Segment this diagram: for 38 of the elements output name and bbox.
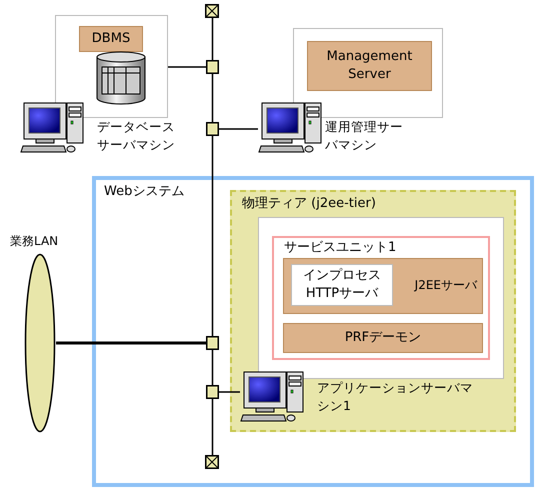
tier-box	[230, 190, 516, 432]
terminator-box	[205, 4, 219, 18]
cable-line	[168, 66, 206, 68]
cable-line	[212, 399, 214, 455]
component-box: インプロセスHTTPサーバ	[291, 264, 393, 306]
terminator-box	[205, 455, 219, 469]
group-title: Webシステム	[104, 184, 184, 200]
component-box: Management Server	[307, 41, 432, 91]
cable-line	[212, 136, 214, 336]
machine-label: データベースサーバマシン	[97, 118, 176, 154]
network-cable	[56, 342, 206, 344]
machine-box	[293, 28, 443, 118]
network-label: 業務LAN	[10, 233, 58, 249]
server-box	[283, 258, 483, 314]
computer-icon	[240, 371, 304, 423]
component-box: DBMS	[79, 26, 143, 52]
group-title: J2EEサーバ	[414, 277, 477, 293]
group-title: 物理ティア (j2ee-tier)	[242, 196, 376, 212]
cable-line	[212, 18, 214, 60]
machine-label: 運用管理サーバマシン	[325, 118, 404, 154]
machine-box	[258, 217, 504, 379]
computer-icon	[258, 102, 322, 154]
junction-box	[206, 60, 219, 74]
cable-line	[219, 391, 240, 393]
cable-line	[212, 74, 214, 122]
database-cylinder	[96, 51, 146, 105]
cable-line	[212, 350, 214, 385]
junction-box	[206, 336, 219, 350]
service-unit-box	[272, 236, 490, 360]
cable-line	[219, 128, 258, 130]
machine-label: アプリケーションサーバマシン1	[317, 379, 474, 415]
junction-box	[206, 122, 219, 136]
machine-box	[55, 15, 168, 118]
junction-box	[206, 385, 219, 399]
system-box	[92, 176, 534, 487]
component-box: PRFデーモン	[283, 323, 483, 353]
computer-icon	[20, 102, 84, 154]
group-title: サービスユニット1	[284, 240, 396, 256]
